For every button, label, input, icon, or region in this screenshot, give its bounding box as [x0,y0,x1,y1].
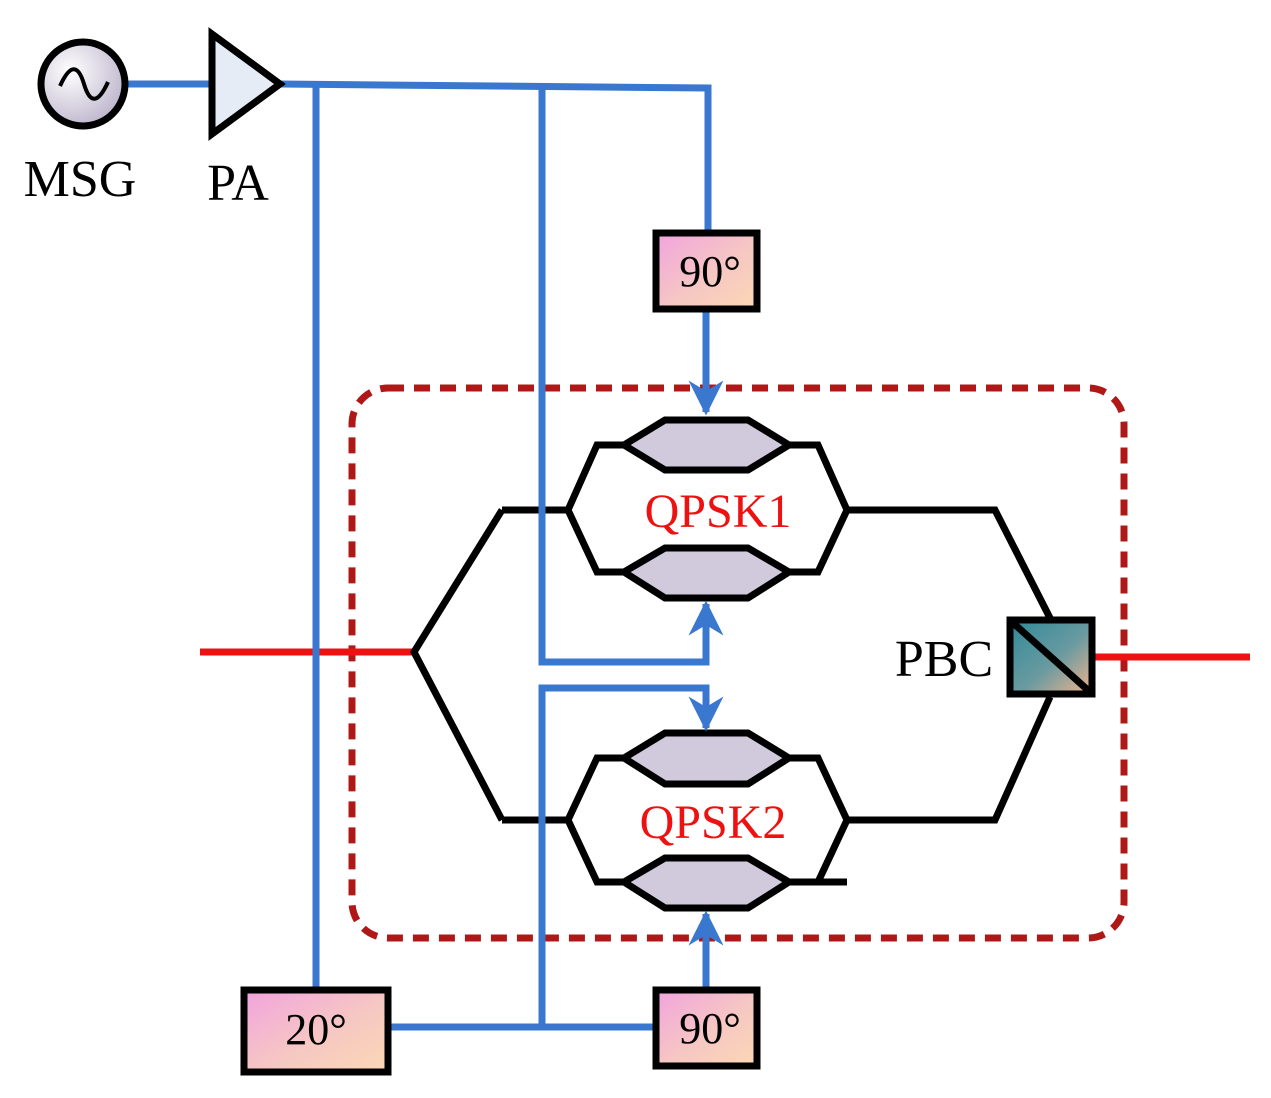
amplifier-triangle-icon [208,27,286,141]
pa-label: PA [207,155,269,212]
msg-source: MSG [24,38,137,208]
phase-shifter-bottom-right-label: 90° [679,1004,741,1053]
phase-shifter-bottom-left: 20° [240,986,392,1076]
electrode-qpsk1-bottom [617,544,796,602]
module-boundary [348,384,1128,942]
phase-shifter-bottom-left-label: 20° [285,1005,347,1054]
electrodes [617,416,796,912]
phase-shifter-bottom-right-box [652,986,761,1070]
msg-label: MSG [24,151,137,208]
power-amplifier: PA [207,27,286,212]
electrode-qpsk1-top [617,416,796,474]
electrode-qpsk2-top [617,729,796,788]
polarization-beam-combiner: PBC [895,616,1096,698]
pbc-diagonal [1009,619,1093,695]
rf-network [124,80,724,1031]
phase-shifter-top-box [652,229,761,313]
pbc-label: PBC [895,631,993,688]
phase-shifter-top: 90° [652,229,761,313]
phase-shifter-bottom-right: 90° [652,986,761,1070]
electrode-qpsk2-bottom [617,854,796,912]
phase-shifter-top-label: 90° [679,247,741,296]
sine-wave-icon [58,67,110,101]
phase-shifter-bottom-left-box [240,986,392,1076]
qpsk2-label: QPSK2 [640,796,787,849]
qpsk1-label: QPSK1 [645,485,792,538]
